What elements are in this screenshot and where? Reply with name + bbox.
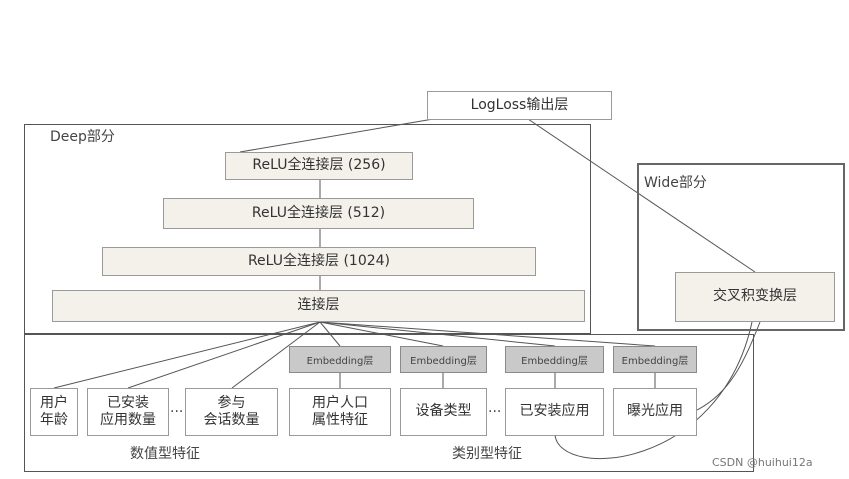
feature-user-age-line1: 用户 [40,394,68,411]
numeric-features-label: 数值型特征 [130,446,200,462]
feature-user-age-line2: 年龄 [40,412,68,428]
feature-impression-apps: 曝光应用 [613,388,697,436]
categorical-ellipsis: ··· [488,404,502,420]
embedding-layer-2: Embedding层 [400,346,487,373]
embedding-layer-3: Embedding层 [505,346,604,373]
wide-part-title: Wide部分 [644,175,707,191]
logloss-output-layer: LogLoss输出层 [427,91,612,120]
feature-installed-app-count-line2: 应用数量 [100,412,156,428]
concat-layer: 连接层 [52,290,585,322]
deep-part-frame [24,124,591,334]
watermark: CSDN @huihui12a [712,456,813,469]
feature-installed-app-count-line1: 已安装 [107,394,149,411]
feature-installed-apps: 已安装应用 [505,388,604,436]
relu-layer-256: ReLU全连接层 (256) [225,152,413,180]
deep-part-title: Deep部分 [50,129,115,145]
feature-device-type: 设备类型 [400,388,487,436]
relu-layer-1024: ReLU全连接层 (1024) [102,247,536,276]
feature-user-age: 用户 年龄 [30,388,78,436]
feature-installed-app-count: 已安装 应用数量 [87,388,169,436]
feature-session-count-line1: 参与 [217,394,246,411]
bottom-feature-frame [24,334,754,472]
categorical-features-label: 类别型特征 [452,446,522,462]
feature-user-demographics-line2: 属性特征 [312,412,368,428]
feature-session-count: 参与 会话数量 [185,388,278,436]
feature-session-count-line2: 会话数量 [203,412,260,428]
relu-layer-512: ReLU全连接层 (512) [163,198,474,229]
numeric-ellipsis: ··· [170,404,184,420]
embedding-layer-1: Embedding层 [289,346,391,373]
wide-part-frame [637,163,845,331]
embedding-layer-4: Embedding层 [613,346,697,373]
feature-user-demographics: 用户人口 属性特征 [289,388,391,436]
cross-product-layer: 交叉积变换层 [675,272,835,322]
feature-user-demographics-line1: 用户人口 [312,394,368,411]
